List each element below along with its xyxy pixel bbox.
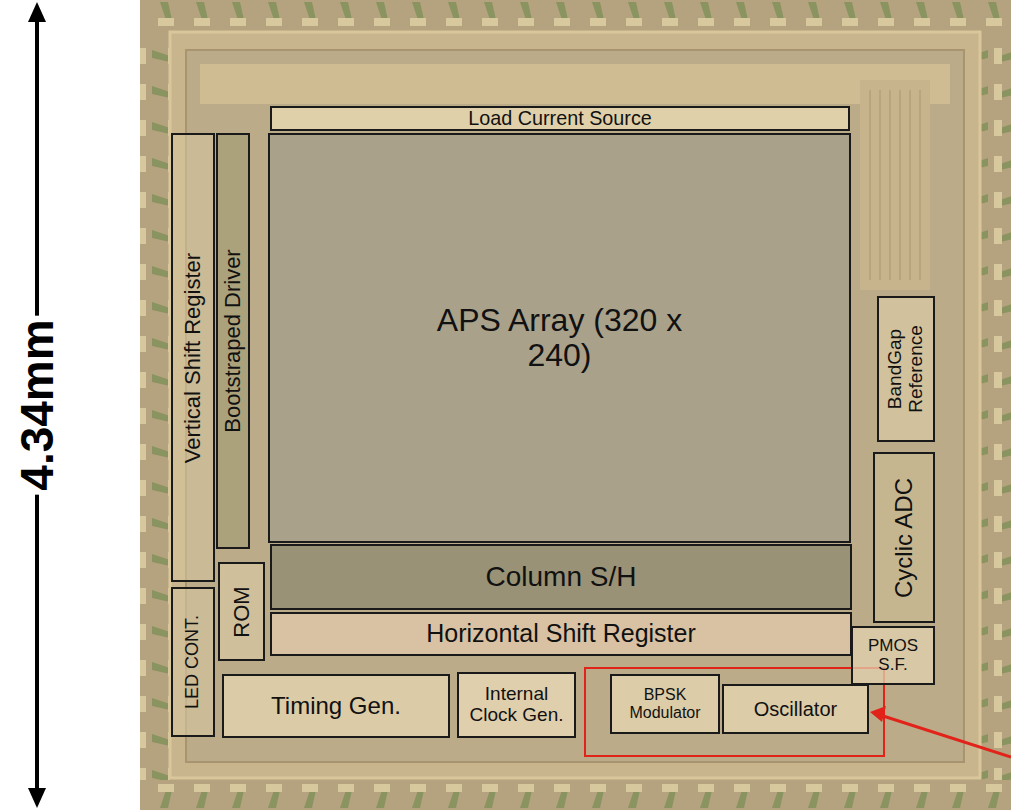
block-label: BandGap Reference <box>885 319 927 419</box>
chip-block: Vertical Shift Register <box>171 133 215 582</box>
block-label: ROM <box>229 566 253 657</box>
chip-block: Load Current Source <box>270 106 850 131</box>
chip-block: Internal Clock Gen. <box>457 672 576 738</box>
label-holder: Column S/H <box>272 546 850 608</box>
chip-block: ROM <box>218 562 265 661</box>
chip-block: BPSK Modulator <box>610 674 720 734</box>
block-label: Column S/H <box>486 562 637 593</box>
dimension-label: 4.34mm <box>8 315 66 494</box>
block-label: Oscillator <box>754 698 837 720</box>
block-label: Load Current Source <box>468 108 652 130</box>
label-holder: Internal Clock Gen. <box>459 674 574 736</box>
label-holder: BPSK Modulator <box>612 676 718 732</box>
block-label: Internal Clock Gen. <box>461 684 573 726</box>
chip-block: PMOS S.F. <box>851 626 935 685</box>
chip-block: Cyclic ADC <box>873 452 935 623</box>
chip-block: Oscillator <box>722 684 869 734</box>
block-label: Vertical Shift Register <box>181 137 205 578</box>
chip-block: LED CONT. <box>171 587 215 737</box>
block-label: APS Array (320 x 240) <box>430 303 690 373</box>
chip-block: Timing Gen. <box>222 674 450 738</box>
block-label: PMOS S.F. <box>863 637 923 674</box>
label-holder: Oscillator <box>724 686 867 732</box>
chip-block: Horizontal Shift Register <box>270 612 852 656</box>
block-label: BPSK Modulator <box>620 686 710 721</box>
label-holder: Timing Gen. <box>224 676 448 736</box>
chip-block: Bootstraped Driver <box>216 133 250 549</box>
block-label: LED CONT. <box>183 591 203 733</box>
chip-block: BandGap Reference <box>877 296 935 442</box>
label-holder: PMOS S.F. <box>853 628 933 683</box>
label-holder: Horizontal Shift Register <box>272 614 850 654</box>
block-label: Timing Gen. <box>271 693 401 719</box>
block-label: Cyclic ADC <box>891 456 917 619</box>
chip-block: Column S/H <box>270 544 852 610</box>
block-label: Bootstraped Driver <box>221 137 245 545</box>
block-label: Horizontal Shift Register <box>426 620 696 648</box>
label-holder: APS Array (320 x 240) <box>270 135 849 541</box>
label-holder: Load Current Source <box>272 108 848 129</box>
chip-block: APS Array (320 x 240) <box>268 133 851 543</box>
